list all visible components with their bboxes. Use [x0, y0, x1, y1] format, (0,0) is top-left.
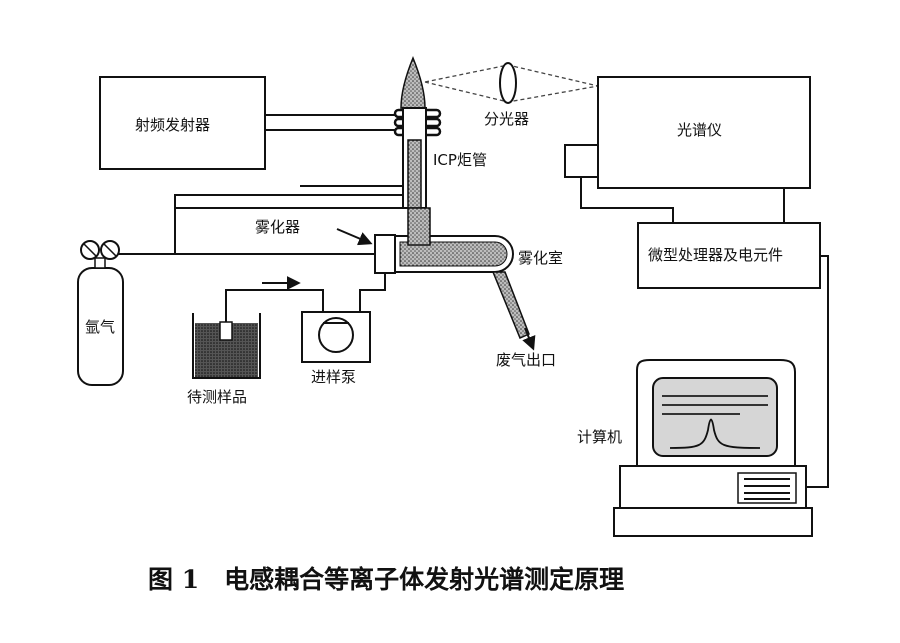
processor-computer-line [796, 255, 829, 488]
sample-tubing [225, 273, 386, 340]
spectrometer-label: 光谱仪 [677, 121, 722, 139]
spray-chamber [394, 235, 514, 273]
lens-icon [499, 62, 517, 104]
nebulizer-arrow [336, 228, 373, 246]
plasma-flame [400, 56, 426, 109]
computer-icon [613, 359, 813, 537]
spectrometer-box [597, 76, 811, 189]
nebulizer-label: 雾化器 [255, 218, 300, 236]
exhaust-pipe [491, 271, 530, 339]
icp-torch [402, 107, 427, 209]
pump-label: 进样泵 [311, 368, 356, 386]
pump-icon [301, 311, 371, 363]
spray-chamber-label: 雾化室 [518, 249, 563, 267]
computer-label: 计算机 [577, 428, 622, 446]
sample-label: 待测样品 [187, 388, 247, 406]
spectrometer-processor-lines [580, 177, 785, 223]
argon-label: 氩气 [85, 318, 115, 336]
sample-beaker [192, 313, 261, 379]
argon-torch-lines [174, 185, 403, 254]
rf-generator-box [99, 76, 266, 170]
torch-chamber-connector [407, 207, 431, 246]
argon-cylinder [77, 240, 124, 386]
nebulizer-body [374, 234, 396, 274]
detector-box [564, 144, 599, 178]
exhaust-label: 废气出口 [496, 351, 556, 369]
exhaust-arrow [522, 327, 536, 351]
splitter-label: 分光器 [484, 110, 529, 128]
rf-generator-label: 射频发射器 [135, 116, 210, 134]
processor-box [637, 222, 821, 289]
figure-caption: 图 1 电感耦合等离子体发射光谱测定原理 [148, 565, 624, 594]
processor-label: 微型处理器及电元件 [648, 246, 783, 264]
rf-leads [265, 114, 395, 131]
icp-torch-label: ICP炬管 [433, 151, 487, 169]
optical-path [424, 62, 599, 104]
